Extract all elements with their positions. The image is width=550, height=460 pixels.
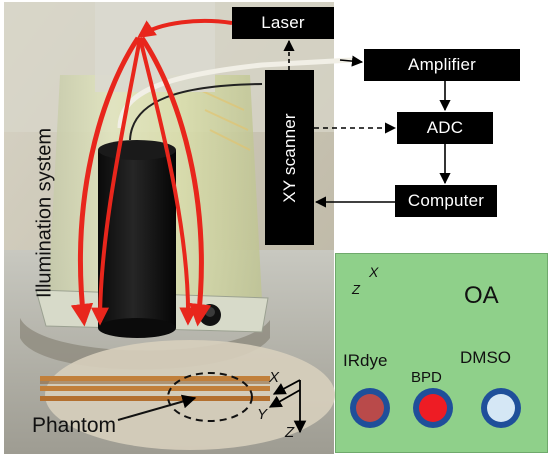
oa-title: OA	[464, 282, 499, 309]
support-column	[95, 2, 215, 92]
phantom-tube-2	[40, 386, 270, 391]
laser-block: Laser	[232, 7, 334, 39]
dmso-label: DMSO	[460, 348, 511, 367]
irdye-label: IRdye	[343, 351, 388, 370]
phantom-label: Phantom	[32, 414, 117, 437]
oa-axis-z-label: Z	[352, 282, 360, 297]
axis-x-label: X	[269, 369, 280, 386]
xy-scanner-block: XY scanner	[265, 70, 314, 245]
phantom-tube-1	[40, 376, 270, 381]
amplifier-label: Amplifier	[408, 55, 476, 74]
bpd-sample	[419, 394, 447, 422]
transducer-bottom	[98, 318, 176, 338]
computer-block: Computer	[395, 185, 497, 217]
light-path-left	[70, 36, 141, 327]
illumination-system-label: Illumination system	[33, 127, 56, 299]
axis-y-label: Y	[257, 406, 268, 423]
axis-z-label: Z	[285, 424, 295, 441]
computer-label: Computer	[407, 191, 485, 210]
laser-label: Laser	[261, 13, 305, 32]
screw-center	[205, 307, 215, 317]
adc-block: ADC	[397, 112, 493, 144]
oa-samples	[350, 388, 521, 428]
fiber-cable-white	[117, 57, 353, 129]
tank-stripes	[199, 89, 251, 151]
phantom-region	[167, 372, 253, 422]
axis-y-line	[268, 389, 301, 408]
oa-axis-x-label: X	[369, 264, 379, 280]
phantom-tube-shadow	[40, 381, 270, 384]
irdye-sample	[356, 394, 384, 422]
amplifier-block: Amplifier	[364, 49, 520, 81]
dmso-sample	[487, 394, 515, 422]
light-path-right	[139, 36, 212, 327]
phantom-arrow	[117, 394, 197, 421]
light-path-inner-right	[138, 37, 198, 326]
fiber-to-amp-arrow	[339, 55, 364, 67]
phantom-tube-3	[40, 396, 270, 401]
xy-scanner-label: XY scanner	[279, 112, 299, 203]
transducer-cylinder	[98, 150, 176, 328]
axis-x-line	[272, 379, 301, 395]
adc-label: ADC	[426, 118, 464, 137]
oa-panel	[335, 253, 548, 453]
bpd-label: BPD	[411, 369, 442, 386]
light-path-inner-left	[91, 37, 142, 326]
fiber-cable-black	[129, 83, 263, 141]
laser-to-fiber-path	[137, 18, 233, 39]
